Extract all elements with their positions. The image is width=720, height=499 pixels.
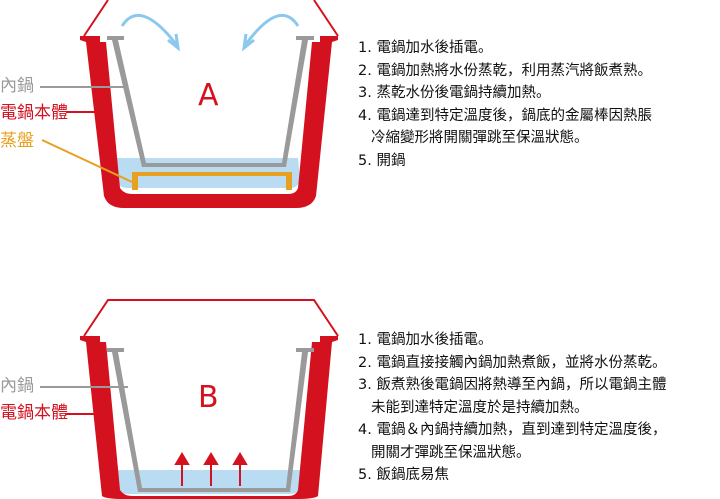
step-a-2: 2. 電鍋加熱將水份蒸乾，利用蒸汽將飯煮熟。 <box>358 62 652 79</box>
step-a-4: 4. 電鍋達到特定溫度後，鍋底的金屬棒因熱脹冷縮變形將開關彈跳至保溫狀態。 <box>358 107 652 147</box>
step-b-5: 5. 飯鍋底易焦 <box>358 467 449 483</box>
step-b-3: 3. 飯煮熟後電鍋因將熱導至內鍋，所以電鍋主體未能到達特定溫度於是持續加熱。 <box>358 377 667 416</box>
panel-letter-a: A <box>198 78 219 113</box>
step-b-1: 1. 電鍋加水後插電。 <box>358 332 493 348</box>
cooker-a-illustration <box>40 0 339 208</box>
step-a-1: 1. 電鍋加水後插電。 <box>358 40 493 56</box>
step-b-4: 4. 電鍋＆內鍋持續加熱，直到達到特定溫度後，開關才彈跳至保溫狀態。 <box>358 422 667 461</box>
cooker-b-illustration <box>40 299 339 499</box>
label-inner-pot-b: 內鍋 <box>0 376 34 396</box>
panel-b: 內鍋 電鍋本體 B 1. 電鍋加水後插電。 2. 電鍋直接接觸內鍋加熱煮飯，並將… <box>0 250 720 499</box>
panel-letter-b: B <box>198 380 219 415</box>
heat-arrows-b <box>174 452 248 486</box>
step-a-3: 3. 蒸乾水份後電鍋持續加熱。 <box>358 85 551 101</box>
lid-b <box>83 299 339 337</box>
steam-arrow-right-a <box>244 14 300 45</box>
step-b-2: 2. 電鍋直接接觸內鍋加熱煮飯，並將水份蒸乾。 <box>358 354 667 371</box>
label-cooker-body-b: 電鍋本體 <box>0 403 68 423</box>
panel-a: 內鍋 電鍋本體 蒸盤 A 1. 電鍋加水後插電。 2. 電鍋加熱將水份蒸乾，利用… <box>0 0 652 208</box>
steps-list-b: 1. 電鍋加水後插電。 2. 電鍋直接接觸內鍋加熱煮飯，並將水份蒸乾。 3. 飯… <box>358 329 666 487</box>
steam-arrow-left-a <box>120 14 178 45</box>
lid-a <box>83 0 339 37</box>
steps-list-a: 1. 電鍋加水後插電。 2. 電鍋加熱將水份蒸乾，利用蒸汽將飯煮熟。 3. 蒸乾… <box>358 37 652 172</box>
label-steamer-plate-a: 蒸盤 <box>0 131 34 151</box>
cooker-body-b <box>80 336 338 499</box>
label-inner-pot-a: 內鍋 <box>0 76 34 96</box>
label-cooker-body-a: 電鍋本體 <box>0 103 68 123</box>
cooker-body-a <box>80 36 338 208</box>
step-a-5: 5. 開鍋 <box>358 152 406 169</box>
steamer-plate-a <box>132 172 292 190</box>
leader-steamer-a <box>41 139 133 183</box>
